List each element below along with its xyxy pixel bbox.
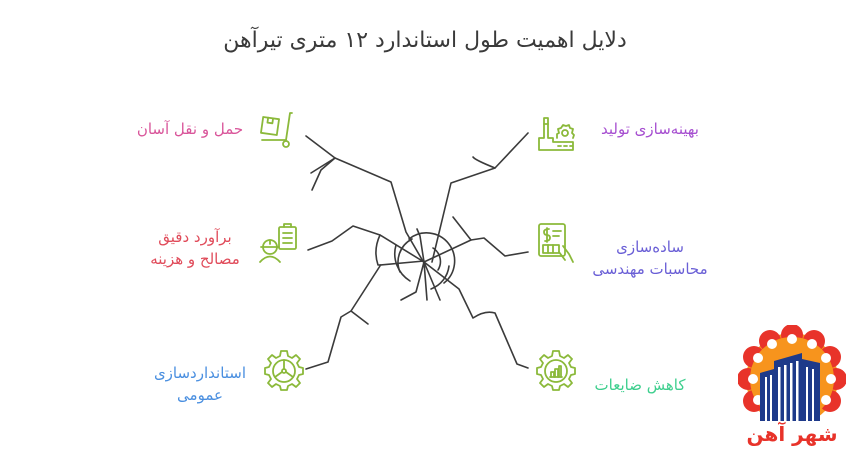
shahr-ahan-logo: شهر آهن [738, 325, 846, 446]
label-production: بهینه‌سازی تولید [601, 120, 699, 138]
connector-bottom-right [423, 261, 529, 369]
invoice-hand-icon [538, 223, 574, 263]
page-title: دلایل اهمیت طول استاندارد ۱۲ متری تیرآهن [223, 28, 627, 53]
connector-top-left [305, 135, 425, 264]
label-estimation: برآورد دقیق مصالح و هزینه [150, 228, 240, 268]
label-waste: کاهش ضایعات [594, 376, 686, 394]
label-standardization: استانداردسازی عمومی [153, 364, 247, 404]
label-calculation: ساده‌سازی محاسبات مهندسی [592, 238, 708, 278]
connector-middle-left [307, 225, 425, 263]
factory-gear-icon [538, 117, 575, 151]
label-transport: حمل و نقل آسان [136, 120, 244, 138]
engineer-clipboard-icon [259, 223, 297, 263]
gear-steering-icon [264, 350, 304, 391]
connector-top-right [431, 132, 529, 263]
connector-bottom-left [305, 265, 381, 370]
logo-text: شهر آهن [747, 421, 838, 446]
gear-chart-icon [536, 350, 576, 391]
logo-building [760, 353, 820, 423]
hand-truck-icon [260, 112, 293, 148]
connector-middle-right [423, 237, 529, 263]
